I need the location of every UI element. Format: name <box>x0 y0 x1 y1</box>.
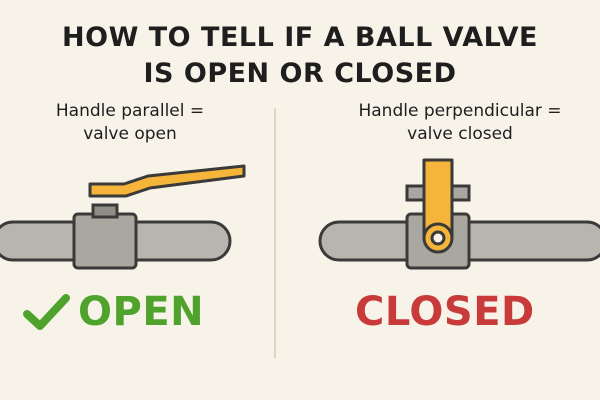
title-line-2: IS OPEN OR CLOSED <box>143 58 457 89</box>
open-status: OPEN <box>22 288 204 336</box>
title-line-1: HOW TO TELL IF A BALL VALVE <box>62 22 538 53</box>
diagram-title: HOW TO TELL IF A BALL VALVE IS OPEN OR C… <box>0 20 600 92</box>
closed-status-label: CLOSED <box>355 289 535 335</box>
closed-caption-line-1: Handle perpendicular = <box>358 101 562 121</box>
open-valve-handle <box>88 164 246 198</box>
closed-handle-pivot-hole <box>430 230 446 246</box>
open-caption-line-2: valve open <box>83 124 177 144</box>
closed-valve <box>318 158 600 270</box>
open-valve <box>0 164 246 270</box>
closed-status: CLOSED <box>355 288 535 336</box>
open-caption-line-1: Handle parallel = <box>55 101 205 121</box>
closed-caption-line-2: valve closed <box>407 124 513 144</box>
check-icon <box>23 294 70 330</box>
open-valve-body <box>72 212 138 270</box>
panel-divider <box>274 108 276 358</box>
open-status-label: OPEN <box>78 289 205 335</box>
closed-caption: Handle perpendicular = valve closed <box>330 100 590 146</box>
open-caption: Handle parallel = valve open <box>0 100 260 146</box>
open-valve-stem <box>91 203 119 219</box>
